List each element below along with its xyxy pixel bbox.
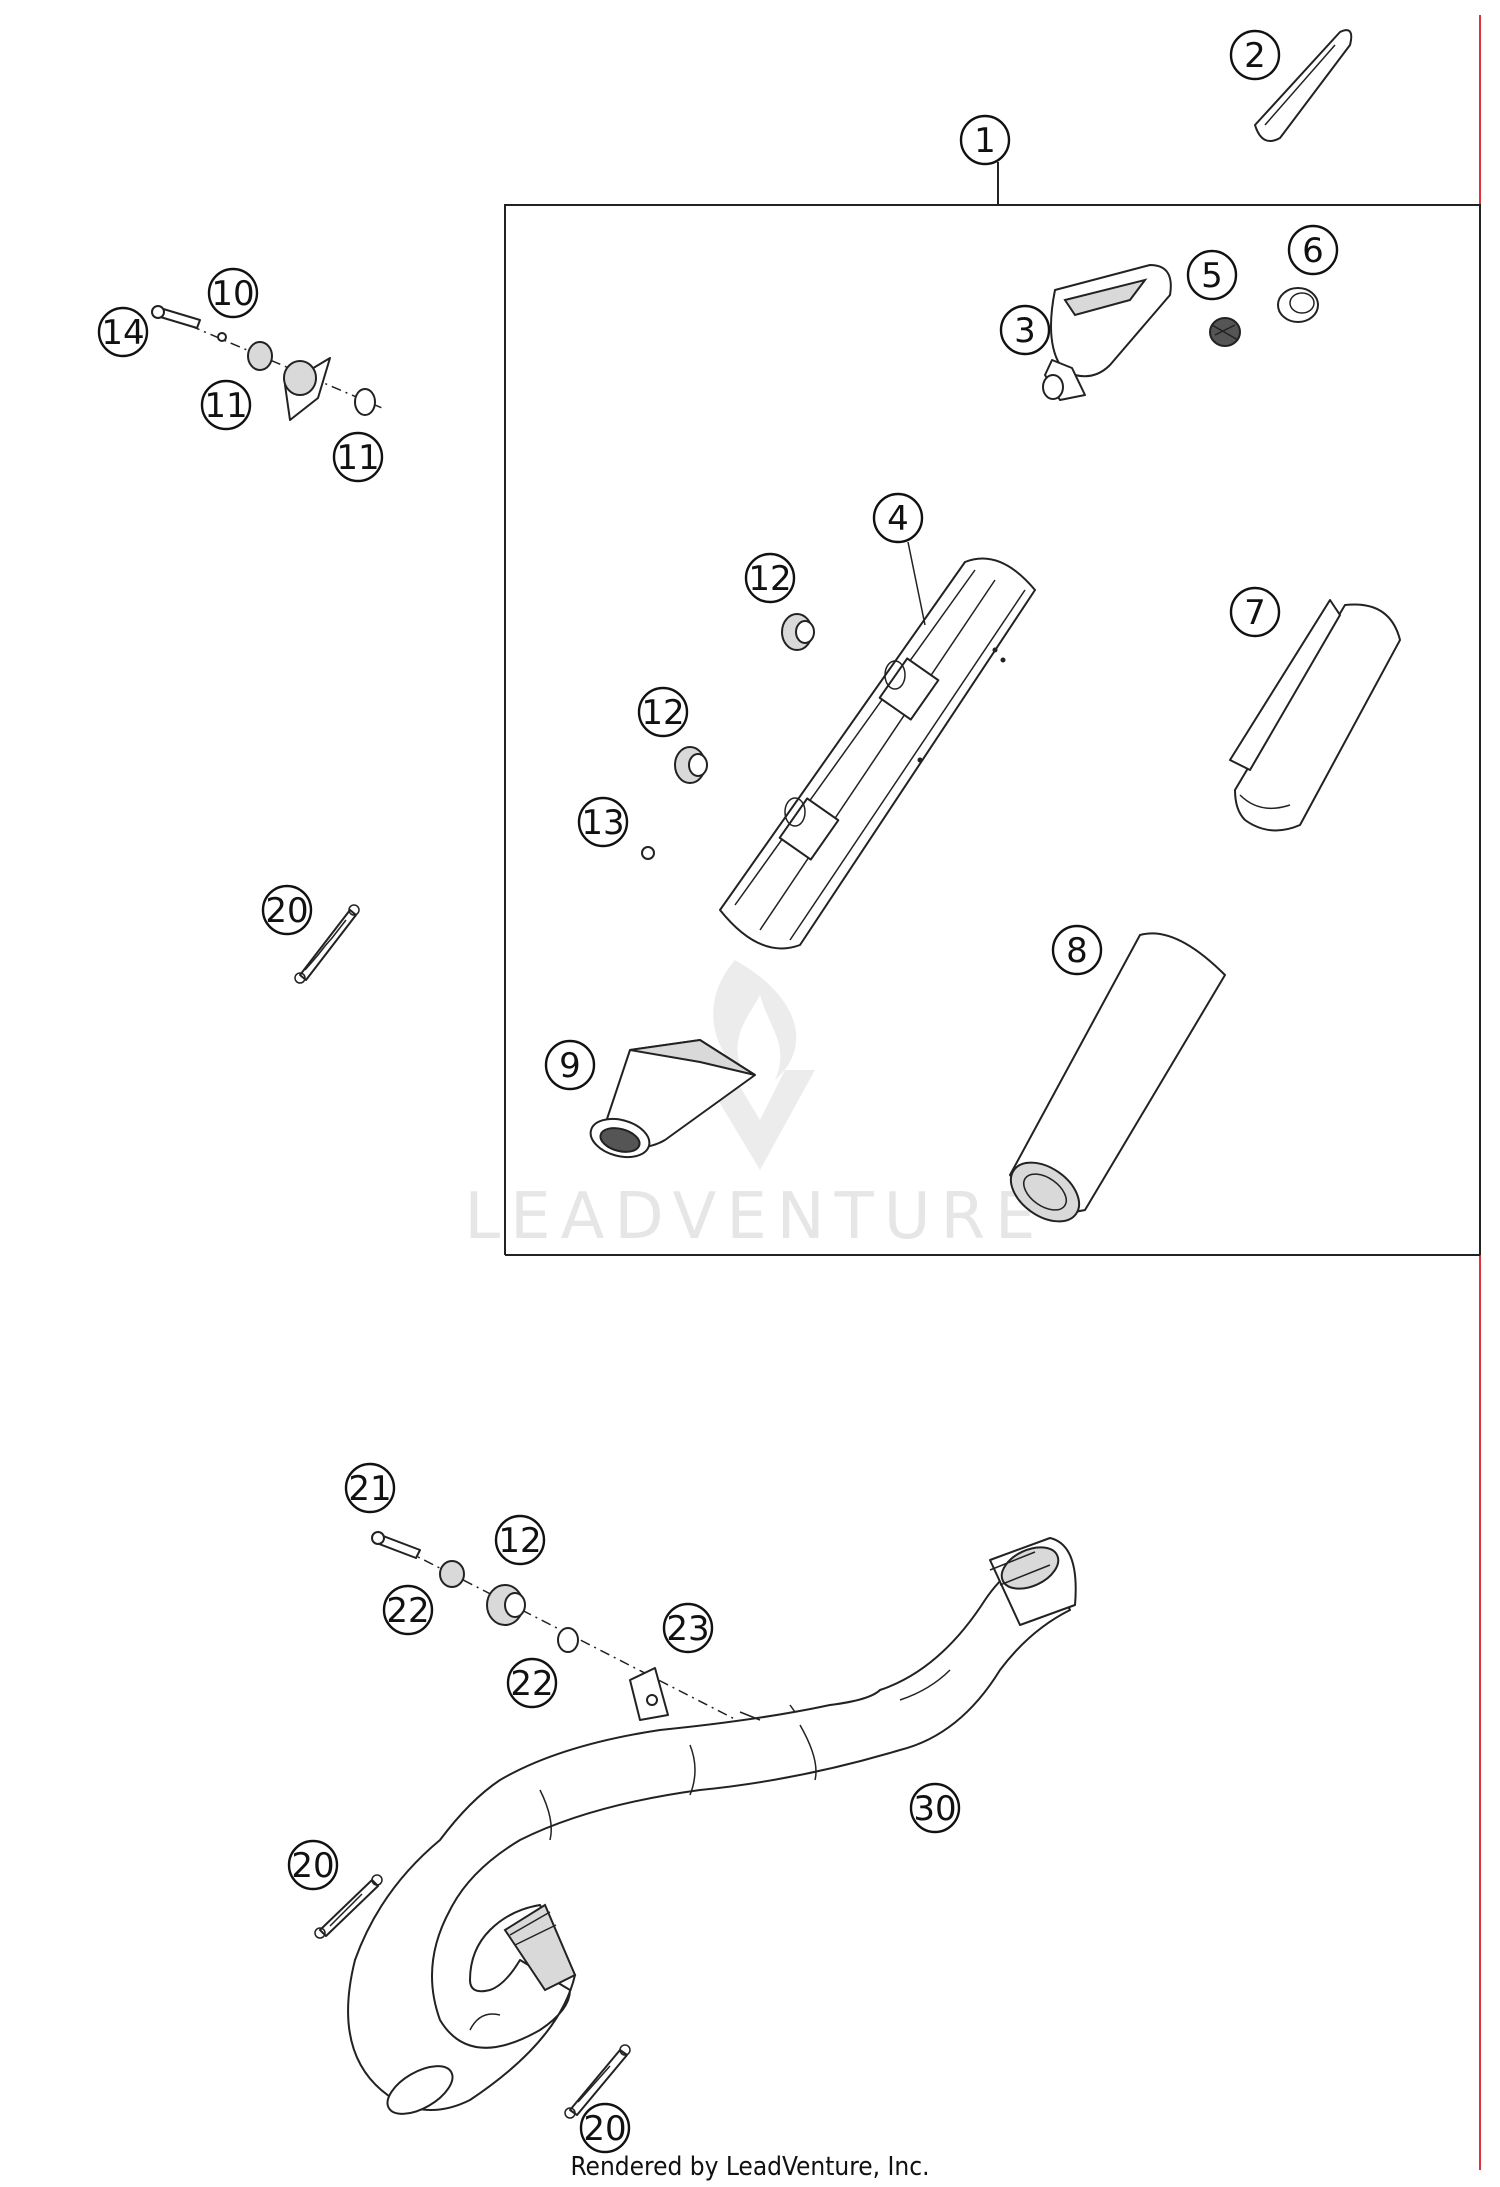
svg-text:1: 1 <box>974 121 996 161</box>
svg-text:11: 11 <box>204 386 247 426</box>
part-13-nut <box>641 846 655 860</box>
part-9-end-cone <box>589 1038 756 1159</box>
callout-11-upper: 11 <box>200 379 252 431</box>
callout-7: 7 <box>1229 586 1281 638</box>
callout-8: 8 <box>1051 924 1103 976</box>
callout-14: 14 <box>97 306 149 358</box>
callout-10: 10 <box>207 267 259 319</box>
callout-20-middle: 20 <box>287 1839 339 1891</box>
part-20-spring-upper <box>294 904 360 984</box>
svg-text:6: 6 <box>1302 231 1324 271</box>
svg-text:12: 12 <box>498 1521 541 1561</box>
part-20-spring-middle <box>314 1874 383 1939</box>
watermark: LEADVENTURE <box>465 960 1046 1254</box>
part-4-silencer-shell <box>719 557 1036 950</box>
part-5-spark-screen <box>1209 317 1241 347</box>
svg-text:12: 12 <box>641 693 684 733</box>
svg-text:2: 2 <box>1244 36 1266 76</box>
callout-12-middle: 12 <box>637 686 689 738</box>
callout-2: 2 <box>1229 29 1281 81</box>
svg-text:14: 14 <box>101 313 144 353</box>
svg-text:22: 22 <box>510 1664 553 1704</box>
svg-text:8: 8 <box>1066 931 1088 971</box>
svg-text:22: 22 <box>386 1591 429 1631</box>
mount-hardware-upper <box>151 305 383 421</box>
part-12-grommet-middle <box>674 746 708 784</box>
silencer-assembly-frame <box>504 162 1481 1256</box>
svg-text:20: 20 <box>291 1846 334 1886</box>
part-30-header-pipe <box>347 1537 1077 2115</box>
callout-5: 5 <box>1186 249 1238 301</box>
part-8-inner-tube <box>1009 932 1226 1223</box>
callout-1: 1 <box>959 114 1011 166</box>
svg-text:23: 23 <box>666 1609 709 1649</box>
watermark-text: LEADVENTURE <box>465 1180 1046 1254</box>
svg-text:20: 20 <box>583 2109 626 2149</box>
callout-11-lower: 11 <box>332 431 384 483</box>
callout-23: 23 <box>662 1602 714 1654</box>
part-12-grommet-upper <box>781 613 815 651</box>
svg-text:9: 9 <box>559 1046 581 1086</box>
callout-22-upper: 22 <box>382 1584 434 1636</box>
callout-12-upper: 12 <box>744 552 796 604</box>
callout-12-header: 12 <box>494 1514 546 1566</box>
svg-text:10: 10 <box>211 274 254 314</box>
svg-text:12: 12 <box>748 559 791 599</box>
callout-22-lower: 22 <box>506 1657 558 1709</box>
header-mount-hardware <box>371 1531 761 1733</box>
callout-20-lower: 20 <box>579 2102 631 2154</box>
svg-text:4: 4 <box>887 499 909 539</box>
part-6-ring-nut <box>1277 287 1319 323</box>
part-20-spring-lower <box>564 2044 631 2119</box>
svg-text:30: 30 <box>913 1789 956 1829</box>
callout-9: 9 <box>544 1039 596 1091</box>
svg-text:3: 3 <box>1014 311 1036 351</box>
svg-text:7: 7 <box>1244 593 1266 633</box>
svg-text:20: 20 <box>265 891 308 931</box>
part-2-plate <box>1254 29 1353 142</box>
callout-30: 30 <box>909 1782 961 1834</box>
part-3-end-cap <box>1042 264 1172 401</box>
svg-text:13: 13 <box>581 803 624 843</box>
callout-20-upper: 20 <box>261 884 313 936</box>
footer-credit: Rendered by LeadVenture, Inc. <box>570 2152 930 2182</box>
svg-text:11: 11 <box>336 438 379 478</box>
part-7-packing-sleeve <box>1229 599 1401 832</box>
svg-text:5: 5 <box>1201 256 1223 296</box>
callout-6: 6 <box>1287 224 1339 276</box>
callout-13: 13 <box>577 796 629 848</box>
callout-21: 21 <box>344 1462 396 1514</box>
callout-4: 4 <box>872 492 926 626</box>
callout-3: 3 <box>999 304 1051 356</box>
svg-text:21: 21 <box>348 1469 391 1509</box>
